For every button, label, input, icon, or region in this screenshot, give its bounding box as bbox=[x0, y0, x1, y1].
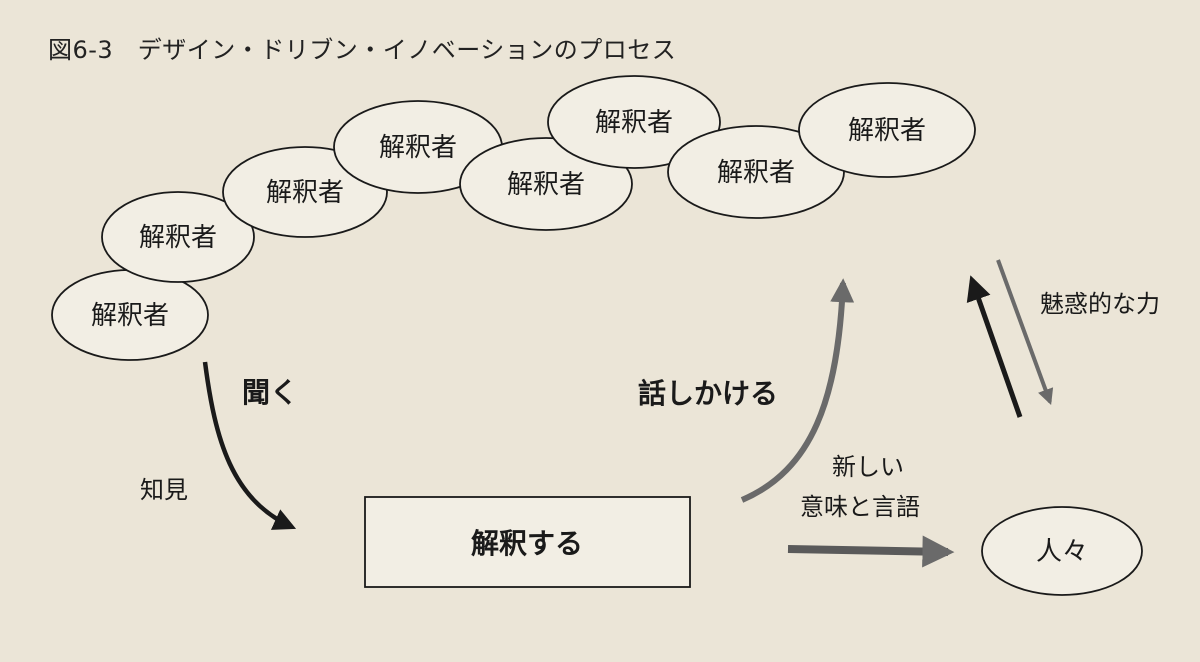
interpret-box: 解釈する bbox=[364, 496, 691, 588]
interpreter-label: 解釈者 bbox=[507, 170, 585, 200]
listen-arrow bbox=[202, 361, 297, 530]
interpreter-node-6: 解釈者 bbox=[547, 75, 721, 169]
interpreter-label: 解釈者 bbox=[717, 158, 795, 188]
attraction-down-arrow bbox=[996, 259, 1054, 406]
interpreter-label: 解釈者 bbox=[91, 301, 169, 331]
interpreter-label: 解釈者 bbox=[139, 223, 217, 253]
new-meaning-label-line1: 新しい bbox=[832, 453, 904, 481]
attraction-up-arrow bbox=[966, 275, 1023, 418]
interpreter-node-4: 解釈者 bbox=[333, 100, 503, 194]
interpreter-node-7: 解釈者 bbox=[667, 125, 845, 219]
interpreter-label: 解釈者 bbox=[266, 178, 344, 208]
interpret-label: 解釈する bbox=[471, 527, 583, 560]
attraction-label: 魅惑的な力 bbox=[1040, 290, 1160, 318]
interpreter-label: 解釈者 bbox=[379, 133, 457, 163]
listen-label: 聞く bbox=[242, 376, 298, 409]
talk-label: 話しかける bbox=[638, 377, 778, 410]
people-label: 人々 bbox=[1036, 537, 1088, 567]
interpreter-label: 解釈者 bbox=[595, 108, 673, 138]
interpreter-node-1: 解釈者 bbox=[51, 269, 209, 361]
figure-caption: 図6-3 デザイン・ドリブン・イノベーションのプロセス bbox=[48, 36, 677, 64]
new-meaning-label-line2: 意味と言語 bbox=[800, 493, 920, 521]
people-node: 人々 bbox=[981, 506, 1143, 596]
talk-arrow bbox=[740, 278, 855, 503]
interpreter-node-2: 解釈者 bbox=[101, 191, 255, 283]
interpreter-label: 解釈者 bbox=[848, 116, 926, 146]
interpreter-node-8: 解釈者 bbox=[798, 82, 976, 178]
meaning-to-people-arrow bbox=[787, 535, 955, 568]
knowledge-label: 知見 bbox=[140, 476, 188, 504]
